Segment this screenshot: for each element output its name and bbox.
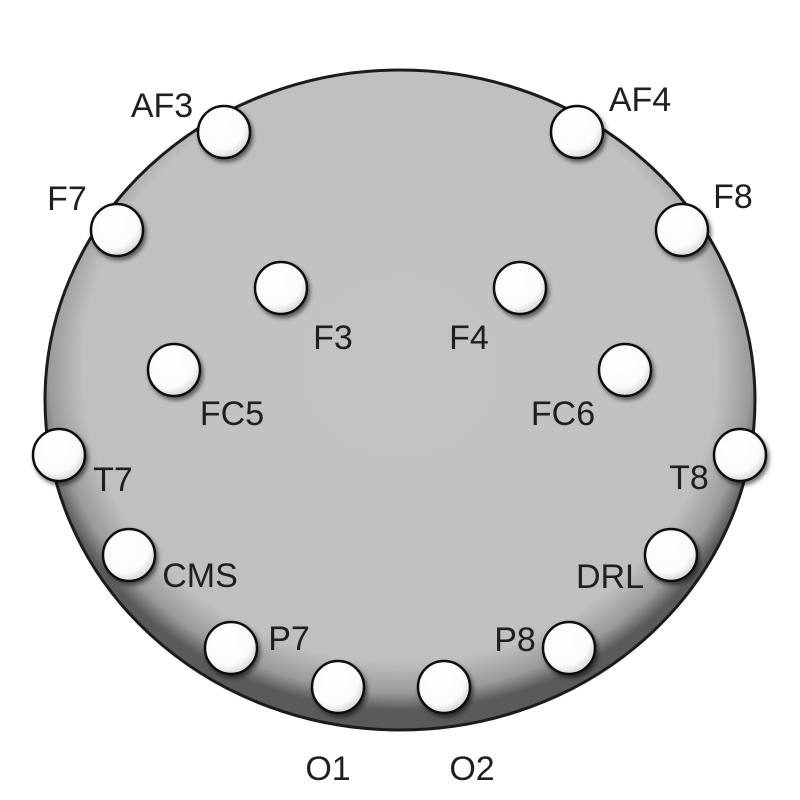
electrode-group (31, 104, 768, 715)
electrode-label-p8: P8 (494, 621, 536, 659)
electrode-label-f3: F3 (313, 319, 353, 357)
electrode-drl (643, 527, 699, 583)
electrode-label-f8: F8 (713, 178, 753, 216)
electrode-f4 (492, 260, 548, 316)
electrode-label-o1: O1 (305, 750, 350, 788)
electrode-label-t8: T8 (669, 459, 709, 497)
electrode-f8 (654, 202, 710, 258)
electrode-label-o2: O2 (449, 750, 494, 788)
electrode-f3 (253, 260, 309, 316)
electrode-label-fc6: FC6 (531, 395, 595, 433)
electrode-o1 (310, 659, 366, 715)
electrode-label-drl: DRL (576, 558, 644, 596)
electrode-fc5 (146, 342, 202, 398)
electrode-label-af4: AF4 (609, 81, 671, 119)
electrode-label-t7: T7 (93, 461, 133, 499)
electrode-label-f4: F4 (449, 319, 489, 357)
electrode-label-cms: CMS (162, 557, 238, 595)
electrode-p7 (203, 620, 259, 676)
electrode-fc6 (597, 342, 653, 398)
electrode-label-p7: P7 (268, 620, 310, 658)
electrode-o2 (416, 659, 472, 715)
electrode-af3 (196, 104, 252, 160)
electrode-af4 (549, 104, 605, 160)
electrode-p8 (541, 620, 597, 676)
electrode-label-f7: F7 (47, 180, 87, 218)
electrode-f7 (89, 202, 145, 258)
electrode-cms (101, 527, 157, 583)
electrode-label-fc5: FC5 (200, 395, 264, 433)
electrode-label-af3: AF3 (131, 87, 193, 125)
electrode-t7 (31, 427, 87, 483)
head-outline (43, 68, 757, 732)
electrode-t8 (712, 427, 768, 483)
